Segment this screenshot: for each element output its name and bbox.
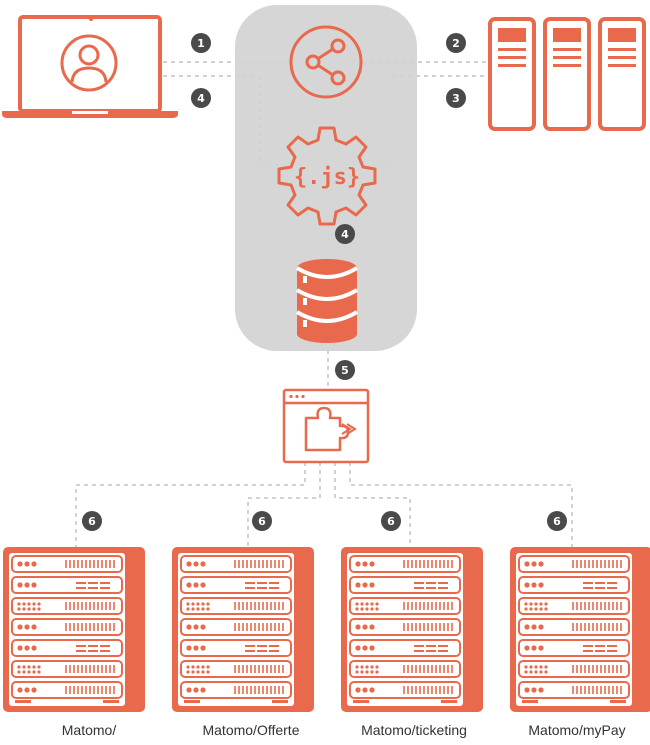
step-badge: 6: [381, 511, 401, 531]
share-icon: [289, 25, 363, 99]
server-rack-icon: [341, 547, 483, 712]
step-badge: 2: [446, 33, 466, 53]
js-label: {.js}: [294, 165, 360, 190]
svg-text:5: 5: [341, 364, 349, 377]
destination-label: Matomo/: [61, 722, 117, 738]
step-badge: 3: [446, 88, 466, 108]
step-badge: 6: [252, 511, 272, 531]
step-badge: 4: [191, 88, 211, 108]
server-rack-icon: [3, 547, 145, 712]
processing-panel: [235, 5, 417, 351]
destination-label: Matomo/myPay: [528, 722, 626, 738]
step-badge: 5: [335, 360, 355, 380]
step-badge: 1: [191, 33, 211, 53]
svg-text:1: 1: [197, 37, 205, 50]
step-badge: 6: [82, 511, 102, 531]
svg-text:6: 6: [553, 515, 561, 528]
destination-label: Matomo/ticketing: [361, 722, 467, 738]
server-towers: [488, 17, 646, 131]
step-badge: 4: [335, 224, 355, 244]
svg-text:4: 4: [341, 228, 349, 241]
step-badge: 6: [547, 511, 567, 531]
server-rack-icon: [172, 547, 314, 712]
svg-text:6: 6: [387, 515, 395, 528]
svg-text:2: 2: [452, 37, 460, 50]
svg-text:6: 6: [258, 515, 266, 528]
laptop-user-icon: [2, 15, 178, 118]
js-gear-icon: {.js}: [277, 126, 377, 226]
plugin-window-icon: [282, 388, 370, 464]
server-rack-icon: [510, 547, 650, 712]
database-icon: [295, 259, 359, 343]
destination-label: Matomo/Offerte: [202, 722, 300, 738]
connectors: [75, 61, 573, 547]
svg-text:6: 6: [88, 515, 96, 528]
svg-text:4: 4: [197, 92, 205, 105]
svg-text:3: 3: [452, 92, 460, 105]
